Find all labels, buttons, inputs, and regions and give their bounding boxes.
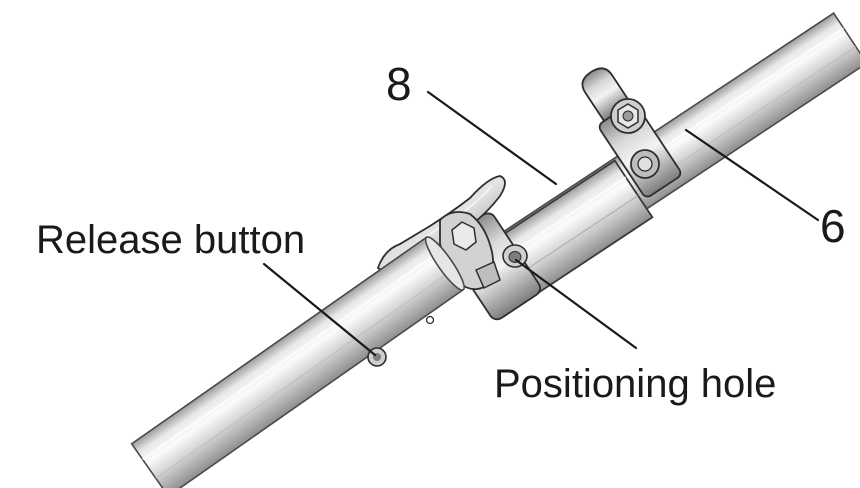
positioning-hole <box>502 244 528 268</box>
leader-release-button <box>262 262 377 357</box>
bolt-bottom <box>630 149 660 179</box>
leader-positioning-hole <box>514 258 638 350</box>
label-6: 6 <box>820 200 846 252</box>
leader-8 <box>426 90 558 186</box>
bolt-top <box>610 98 646 134</box>
small-hole <box>425 315 435 325</box>
label-8: 8 <box>386 58 412 110</box>
leader-6 <box>684 128 820 222</box>
label-release-button: Release button <box>36 218 305 262</box>
lower-tube <box>130 236 465 488</box>
label-positioning-hole: Positioning hole <box>494 362 776 406</box>
